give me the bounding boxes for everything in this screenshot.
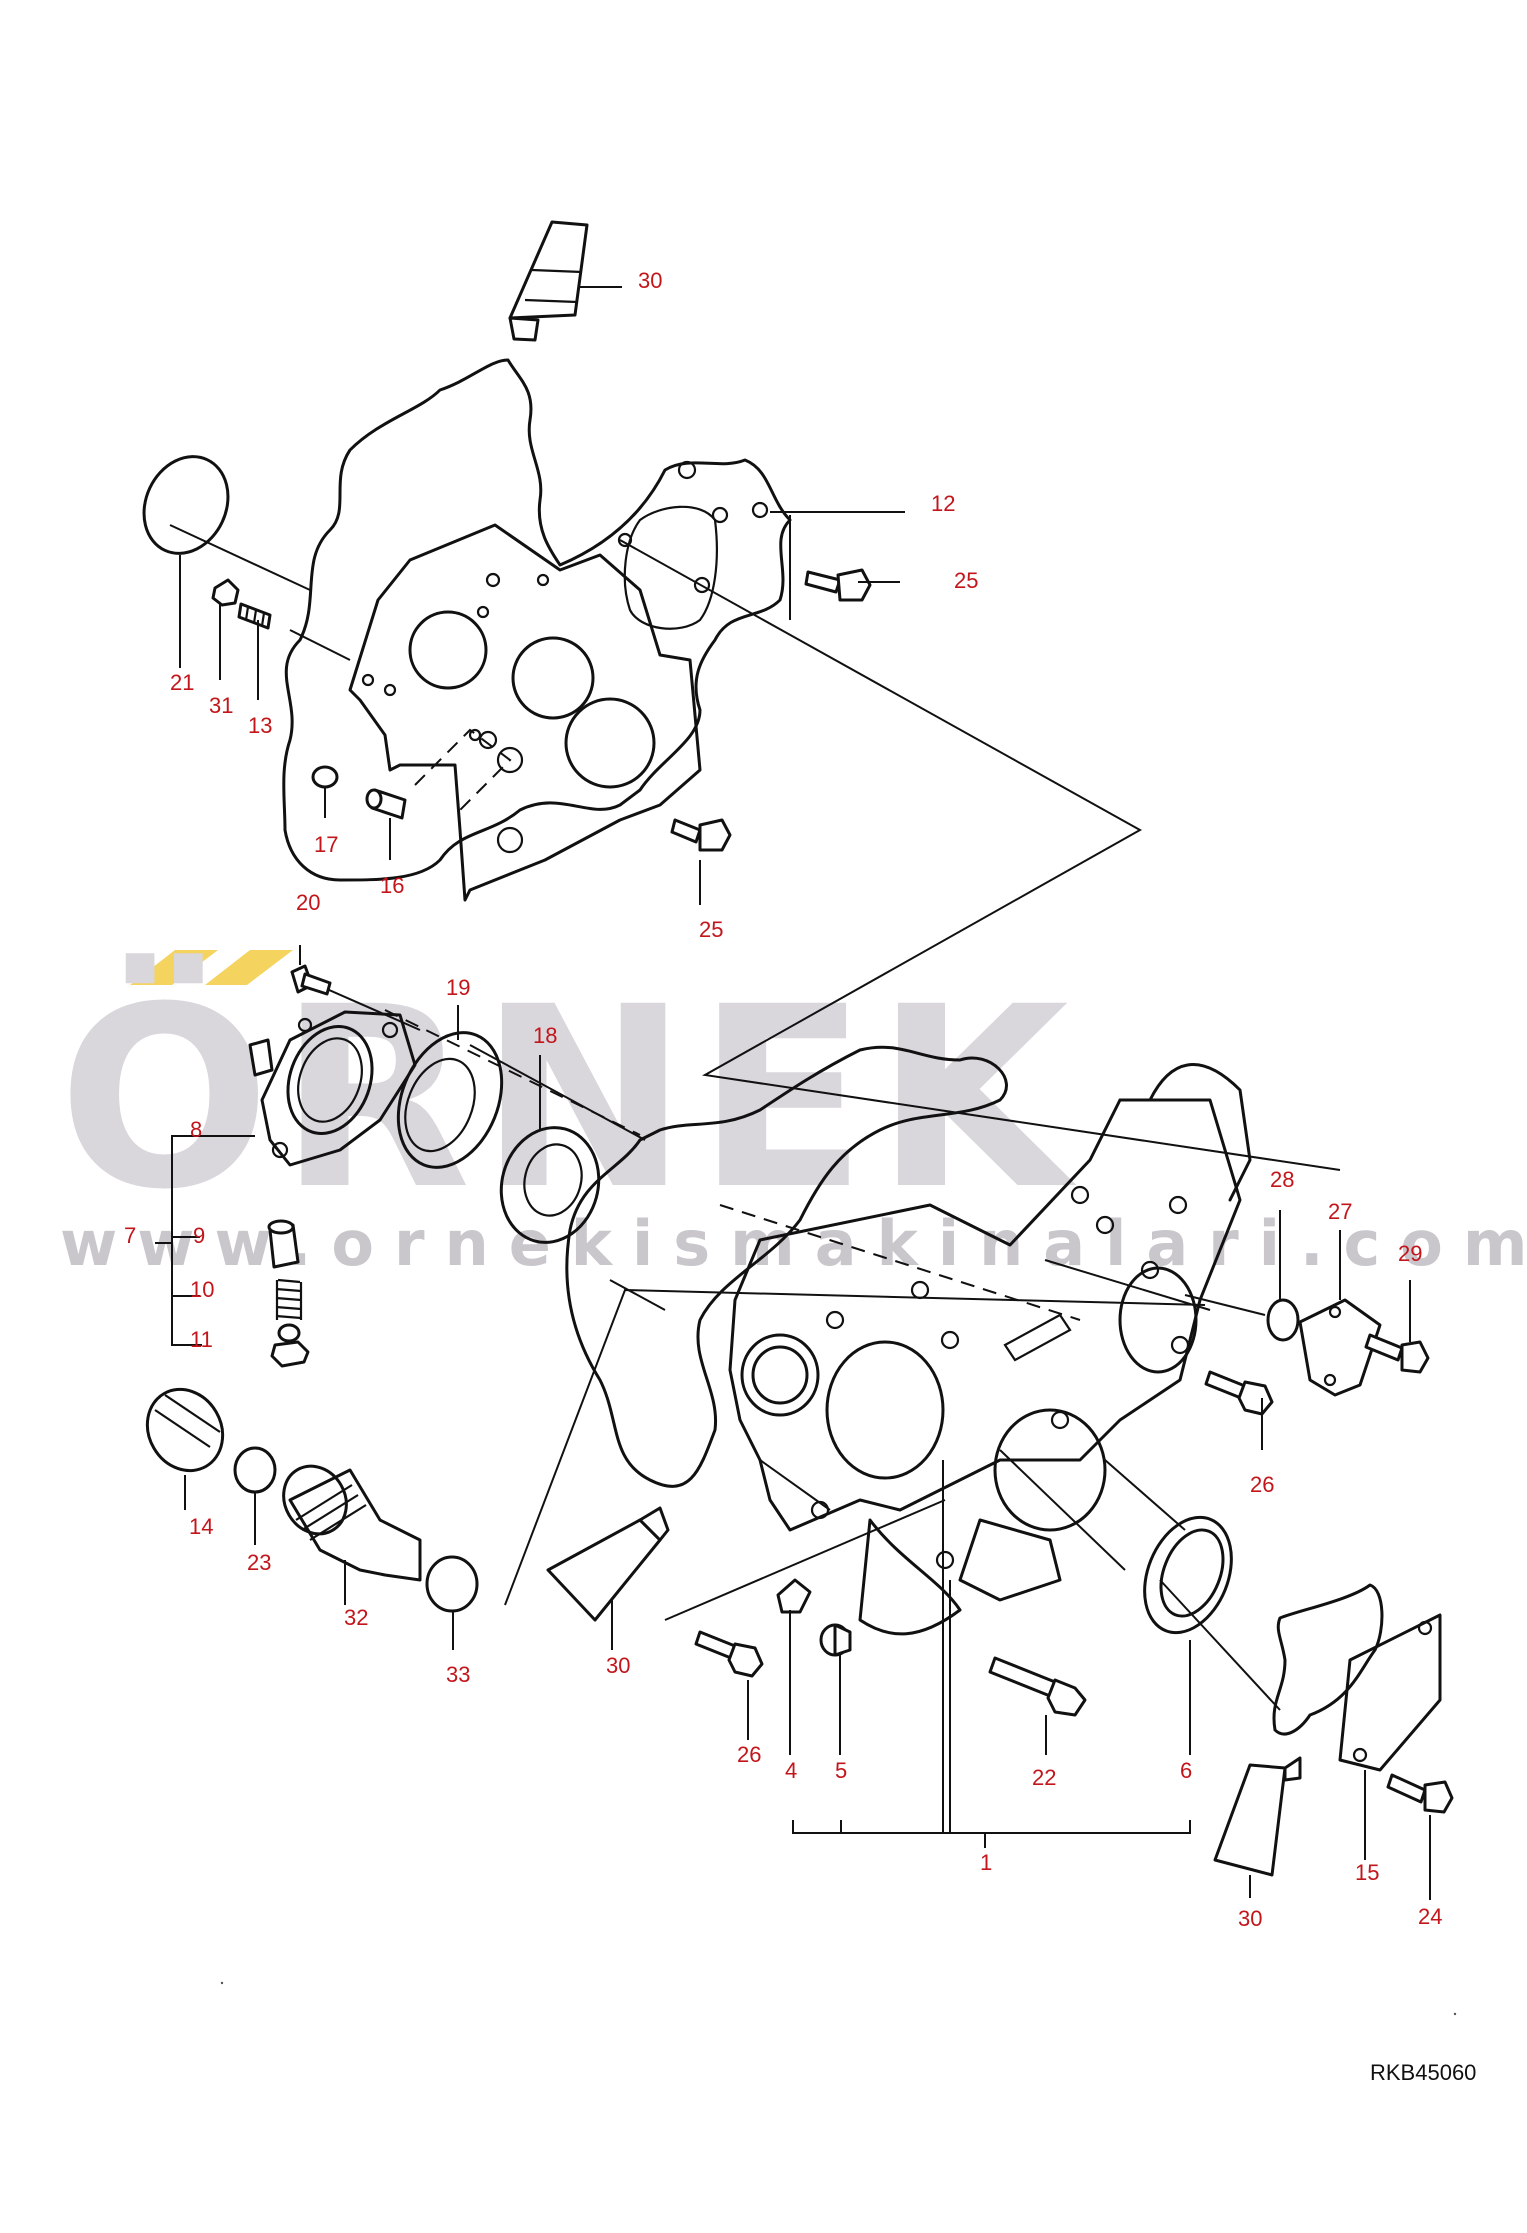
callout-18: 18 xyxy=(533,1023,557,1048)
callout-6: 6 xyxy=(1180,1758,1192,1783)
callout-15: 15 xyxy=(1355,1860,1379,1885)
bolt-25-lower xyxy=(670,818,732,852)
callout-26-lower: 26 xyxy=(737,1742,761,1767)
callout-9: 9 xyxy=(193,1223,205,1248)
callout-30-top: 30 xyxy=(638,268,662,293)
callout-28: 28 xyxy=(1270,1167,1294,1192)
callout-22: 22 xyxy=(1032,1765,1056,1790)
cover-plate-15 xyxy=(1338,1613,1442,1772)
callout-21: 21 xyxy=(170,670,194,695)
callout-5: 5 xyxy=(835,1758,847,1783)
callout-12: 12 xyxy=(931,491,955,516)
stud-13 xyxy=(237,602,272,630)
relief-plug-11 xyxy=(270,1323,310,1368)
screw-20 xyxy=(290,964,332,996)
outer-rotor-19 xyxy=(396,1031,504,1169)
callout-29: 29 xyxy=(1398,1241,1422,1266)
callout-30-lower-right: 30 xyxy=(1238,1906,1262,1931)
bolt-29 xyxy=(1364,1333,1430,1374)
front-plate xyxy=(348,523,702,902)
o-ring-17 xyxy=(311,765,339,789)
filler-cap-14 xyxy=(145,1387,225,1473)
callout-16: 16 xyxy=(380,873,404,898)
bolt-26-lower xyxy=(694,1630,764,1678)
o-ring-28 xyxy=(1266,1298,1300,1342)
callout-17: 17 xyxy=(314,832,338,857)
watermark: ÖRNEK www.ornekismakinalari.com.tr xyxy=(58,950,1527,1280)
oil-pump-body-8 xyxy=(248,1010,417,1167)
callout-25-top: 25 xyxy=(954,568,978,593)
callout-26-upper: 26 xyxy=(1250,1472,1274,1497)
callout-7: 7 xyxy=(124,1223,136,1248)
relief-spring-10 xyxy=(275,1278,303,1320)
o-ring-23 xyxy=(233,1446,277,1494)
oil-seal-6 xyxy=(1143,1515,1233,1635)
sealant-tube-lower-right xyxy=(1213,1756,1302,1877)
relief-plunger-9 xyxy=(267,1219,300,1269)
callout-10: 10 xyxy=(190,1277,214,1302)
gasket-lower-right xyxy=(1272,1583,1384,1736)
nut-31 xyxy=(211,578,240,607)
front-plate-gasket xyxy=(282,358,792,882)
speck xyxy=(1453,2012,1457,2016)
callout-11: 11 xyxy=(190,1327,213,1352)
watermark-brand: ÖRNEK xyxy=(58,953,1077,1244)
assembly-lines xyxy=(169,524,1341,1711)
bolt-24 xyxy=(1386,1773,1454,1814)
watermark-accent-mark-right xyxy=(205,950,293,985)
callout-13: 13 xyxy=(248,713,272,738)
bolt-22 xyxy=(988,1656,1087,1717)
sealant-tube-top xyxy=(508,220,589,342)
callout-labels: 30 12 25 21 31 13 17 16 25 20 19 18 8 7 … xyxy=(124,268,1442,1931)
callout-30-center: 30 xyxy=(606,1653,630,1678)
callout-27: 27 xyxy=(1328,1199,1352,1224)
filler-neck-32 xyxy=(282,1464,422,1582)
callout-23: 23 xyxy=(247,1550,271,1575)
inner-rotor-18 xyxy=(499,1126,601,1244)
callout-33: 33 xyxy=(446,1662,470,1687)
callout-24: 24 xyxy=(1418,1904,1442,1929)
o-ring-21 xyxy=(142,455,230,555)
bolt-25-upper xyxy=(804,568,872,602)
cover-plate-27 xyxy=(1298,1298,1382,1397)
dowel-16 xyxy=(365,788,407,820)
leader-lines xyxy=(155,286,1431,1900)
callout-25-mid: 25 xyxy=(699,917,723,942)
diagram-code: RKB45060 xyxy=(1370,2060,1476,2085)
plug-5 xyxy=(819,1623,852,1657)
o-ring-33 xyxy=(425,1555,479,1613)
callout-32: 32 xyxy=(344,1605,368,1630)
speck xyxy=(220,1981,224,1985)
watermark-url: www.ornekismakinalari.com.tr xyxy=(60,1207,1527,1280)
callout-19: 19 xyxy=(446,975,470,1000)
callout-20: 20 xyxy=(296,890,320,915)
callout-31: 31 xyxy=(209,693,233,718)
callout-8: 8 xyxy=(190,1117,202,1142)
watermark-accent-mark-left xyxy=(130,950,218,985)
callout-1: 1 xyxy=(980,1850,992,1875)
timing-gear-case-1 xyxy=(565,1045,1252,1636)
callout-4: 4 xyxy=(785,1758,797,1783)
sealant-tube-center xyxy=(546,1506,670,1622)
plug-4 xyxy=(776,1578,812,1614)
callout-14: 14 xyxy=(189,1514,213,1539)
